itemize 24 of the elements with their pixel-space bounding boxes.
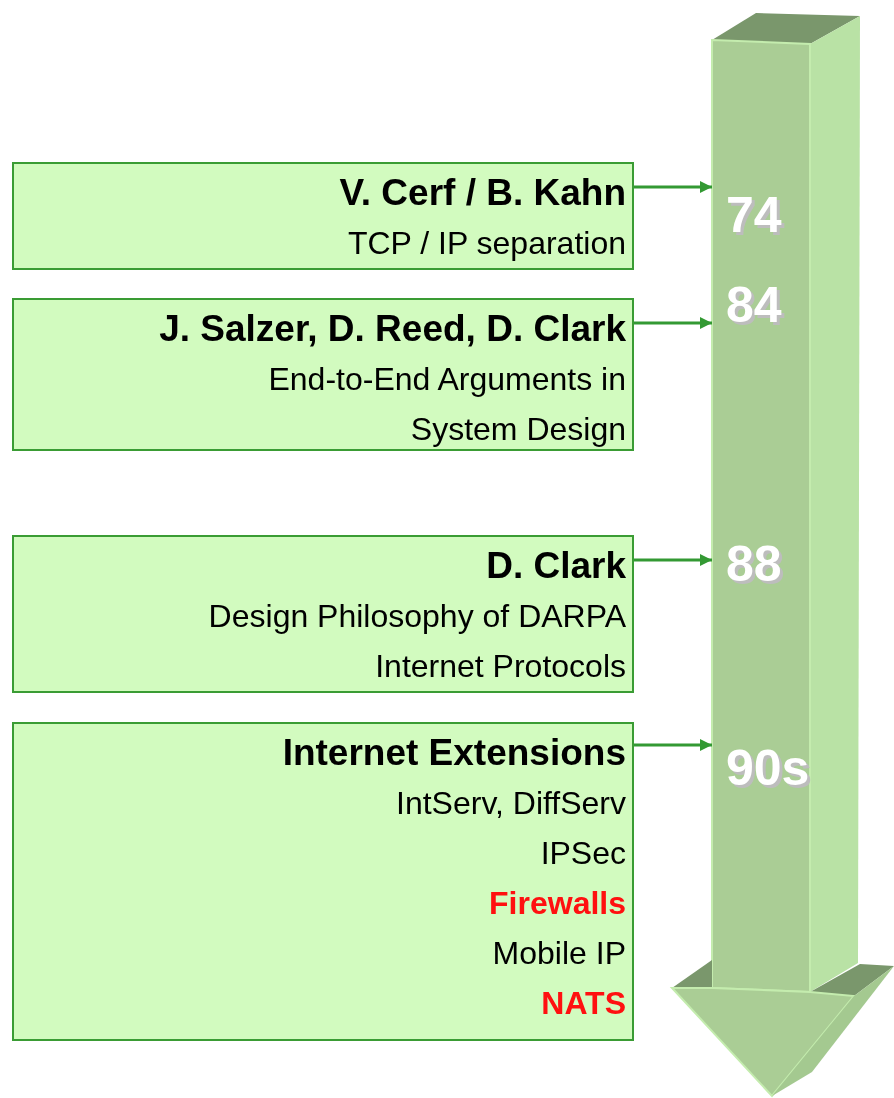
entry-heading: J. Salzer, D. Reed, D. Clark — [159, 307, 626, 351]
entry-text: Firewalls — [489, 884, 626, 923]
entry-text: IPSec — [540, 834, 626, 873]
arrow — [634, 739, 712, 751]
year-label: 90s — [726, 740, 810, 796]
year-label: 74 — [726, 187, 782, 243]
arrow — [634, 554, 712, 566]
entry-heading: Internet Extensions — [282, 731, 626, 775]
entry-card — [12, 535, 634, 693]
entry-text: IntServ, DiffServ — [396, 784, 626, 823]
year-label: 88 — [726, 536, 782, 592]
entry-heading: V. Cerf / B. Kahn — [339, 171, 626, 215]
year-label: 84 — [726, 277, 782, 333]
entry-heading: D. Clark — [486, 544, 626, 588]
entry-text: NATS — [541, 984, 626, 1023]
arrow — [634, 317, 712, 329]
entry-card — [12, 722, 634, 1041]
arrow — [634, 181, 712, 193]
entry-text: Mobile IP — [492, 934, 626, 973]
entry-card — [12, 162, 634, 270]
entry-text: End-to-End Arguments in System Design — [267, 360, 626, 449]
entry-text: TCP / IP separation — [347, 224, 626, 263]
entry-card — [12, 298, 634, 451]
entry-text: Design Philosophy of DARPA Internet Protocols — [207, 597, 626, 686]
